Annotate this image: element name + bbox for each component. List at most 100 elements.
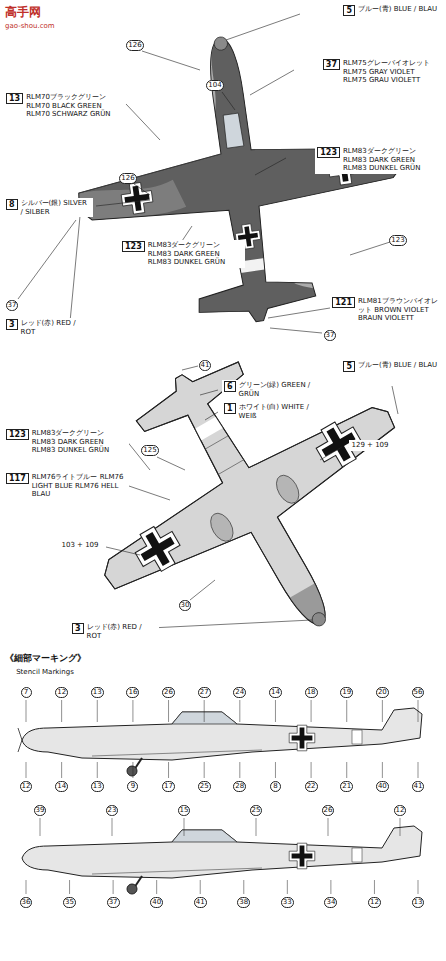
leader-line [382,762,383,778]
color-callout: 13RLM70ブラックグリーン RLM70 BLACK GREEN RLM70 … [4,92,120,120]
leader-line [275,700,276,722]
leader-line [239,762,240,778]
leader-line [61,700,62,722]
leader-line [311,762,312,778]
leader-line [330,880,331,894]
leader-line [346,700,347,722]
callout-number: 13 [91,781,104,792]
color-number: 13 [6,93,23,104]
leader-line [243,880,244,894]
color-name: RLM70ブラックグリーン RLM70 BLACK GREEN RLM70 SC… [26,93,118,119]
color-callout: 3レッド(赤) RED / ROT [4,318,83,337]
color-name: ブルー(青) BLUE / BLAU [358,5,438,14]
color-name: RLM76ライトブルー RLM76 LIGHT BLUE RLM76 HELL … [32,473,127,499]
callout-number: 40 [376,781,389,792]
callout-number: 25 [198,781,211,792]
color-name: シルバー(銀) SILVER / SILBER [21,199,91,216]
watermark: 高手网 [5,7,41,18]
callout-number: 22 [305,781,318,792]
leader-line [328,818,329,836]
color-number: 123 [122,241,145,252]
leader-line [112,818,113,836]
watermark: gao-shou.com [5,21,55,32]
leader-line [311,700,312,722]
note-label: Stencil Markings [14,667,76,678]
top-view [40,4,440,355]
color-callout: 121RLM81ブラウンバイオレット BROWN VIOLET BRAUN VI… [330,296,440,324]
leader-line [26,880,27,894]
callout-number: 27 [198,687,211,698]
callout-number: 13 [91,687,104,698]
color-name: RLM83ダークグリーン RLM83 DARK GREEN RLM83 DUNK… [148,241,243,267]
color-number: 123 [317,147,340,158]
callout-number: 125 [141,445,158,456]
callout-number: 15 [178,805,191,816]
leader-line [346,762,347,778]
leader-line [374,880,375,894]
leader-line [97,762,98,778]
callout-number: 41 [412,781,425,792]
leader-line [200,880,201,894]
color-callout: 5ブルー(青) BLUE / BLAU [341,360,440,373]
callout-number: 104 [206,80,223,91]
leader-line [156,880,157,894]
color-callout: 117RLM76ライトブルー RLM76 LIGHT BLUE RLM76 HE… [4,472,129,500]
leader-line [382,700,383,722]
leader-line [61,762,62,778]
callout-number: 123 [389,235,406,246]
callout-number: 35 [63,897,76,908]
note-label: 129 + 109 [349,440,390,451]
leader-line [256,818,257,836]
leader-line [132,762,133,778]
color-number: 123 [6,429,29,440]
color-callout: 123RLM83ダークグリーン RLM83 DARK GREEN RLM83 D… [120,240,245,268]
callout-number: 17 [162,781,175,792]
callout-number: 126 [119,173,136,184]
callout-number: 41 [199,360,212,371]
callout-number: 20 [376,687,389,698]
leader-line [168,762,169,778]
color-callout: 3レッド(赤) RED / ROT [70,622,159,641]
callout-number: 25 [250,805,263,816]
color-number: 121 [332,297,355,308]
leader-line [168,700,169,722]
leader-line [132,700,133,722]
color-callout: 37RLM75グレーバイオレット RLM75 GRAY VIOLET RLM75… [321,58,440,86]
callout-number: 56 [412,687,425,698]
leader-line [239,700,240,722]
color-callout: 6グリーン(緑) GREEN / GRÜN [222,380,321,399]
color-name: RLM75グレーバイオレット RLM75 GRAY VIOLET RLM75 G… [343,59,438,85]
callout-number: 12 [394,805,407,816]
callout-number: 7 [21,687,32,698]
callout-number: 12 [55,687,68,698]
color-callout: 123RLM83ダークグリーン RLM83 DARK GREEN RLM83 D… [4,428,129,456]
leader-line [204,700,205,722]
callout-number: 26 [322,805,335,816]
leader-line [204,762,205,778]
color-callout: 123RLM83ダークグリーン RLM83 DARK GREEN RLM83 D… [315,146,440,174]
color-callout: 1ホワイト(白) WHITE / WEIß [222,402,321,421]
callout-number: 24 [233,687,246,698]
color-name: レッド(赤) RED / ROT [87,623,157,640]
color-callout: 5ブルー(青) BLUE / BLAU [341,4,440,17]
color-name: グリーン(緑) GREEN / GRÜN [239,381,319,398]
callout-number: 9 [127,781,138,792]
callout-number: 14 [269,687,282,698]
color-number: 3 [6,319,18,330]
leader-line [97,700,98,722]
note-label: 103 + 109 [59,540,100,551]
callout-number: 18 [305,687,318,698]
leader-line [26,762,27,778]
callout-number: 23 [106,805,119,816]
leader-line [26,700,27,722]
color-name: RLM83ダークグリーン RLM83 DARK GREEN RLM83 DUNK… [343,147,438,173]
color-name: RLM81ブラウンバイオレット BROWN VIOLET BRAUN VIOLE… [358,297,438,323]
callout-number: 16 [126,687,139,698]
callout-number: 21 [340,781,353,792]
callout-number: 34 [324,897,337,908]
side-view [22,826,422,894]
color-callout: 8シルバー(銀) SILVER / SILBER [4,198,93,217]
leader-line [40,818,41,836]
leader-line [418,762,419,778]
callout-number: 40 [150,897,163,908]
